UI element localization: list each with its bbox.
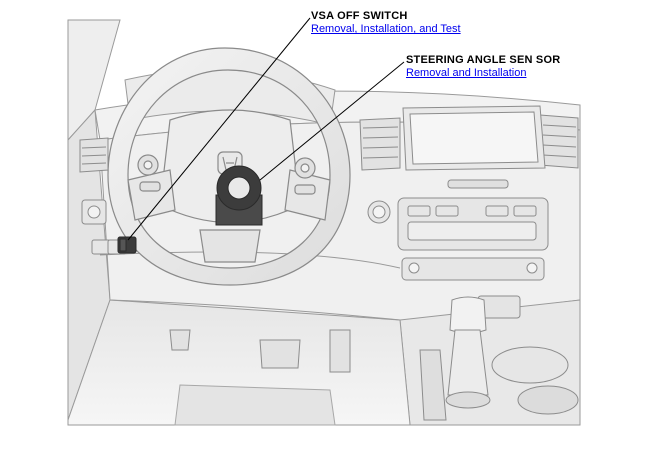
- gear-shifter: [445, 295, 521, 409]
- cup-holders: [419, 346, 579, 421]
- vsa-off-switch: [117, 236, 137, 254]
- vsa-off-switch-leader: [127, 17, 311, 241]
- steering-angle-sensor-link[interactable]: Removal and Installation: [406, 67, 527, 79]
- leader-lines: [127, 17, 405, 241]
- steering-angle-sensor: [215, 165, 263, 226]
- floor-mat: [174, 384, 336, 426]
- steering-angle-sensor-callout: STEERING ANGLE SEN SOR Removal and Insta…: [406, 54, 560, 80]
- start-button: [367, 200, 391, 224]
- steering-wheel: [107, 47, 351, 286]
- right-air-vent: [539, 114, 579, 169]
- steering-angle-sensor-leader: [259, 61, 405, 181]
- vsa-off-switch-link[interactable]: Removal, Installation, and Test: [311, 23, 461, 35]
- vsa-off-switch-callout: VSA OFF SWITCH Removal, Installation, an…: [311, 10, 461, 36]
- climate-control-panel: [397, 197, 549, 281]
- center-air-vent: [359, 117, 401, 171]
- left-air-vent: [79, 137, 109, 173]
- vsa-off-switch-title: VSA OFF SWITCH: [311, 10, 408, 22]
- steering-angle-sensor-title: STEERING ANGLE SEN SOR: [406, 54, 561, 66]
- pedals: [169, 329, 351, 373]
- infotainment-screen: [402, 105, 546, 189]
